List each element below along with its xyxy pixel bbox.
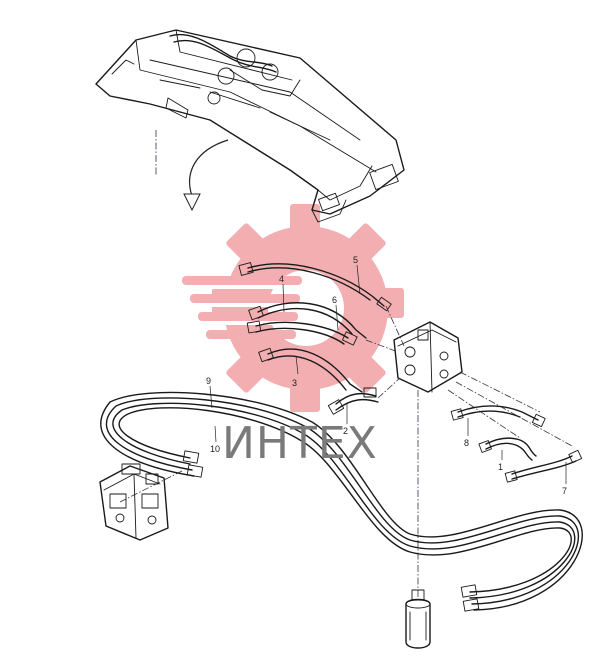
left-valve-assembly: [99, 463, 169, 541]
hose-group-lower: [258, 347, 379, 415]
callout-6: 6: [332, 295, 337, 305]
callouts: 5 4 6 3 2 9 10 8 1 7: [206, 255, 567, 496]
long-hose-bundle: [100, 391, 583, 612]
machine-frame-assembly: [95, 29, 405, 223]
hose-group-upper: [238, 262, 392, 346]
watermark-gear-logo: [170, 204, 404, 412]
callout-9: 9: [206, 376, 211, 386]
curved-arrow: [183, 139, 229, 212]
callout-3: 3: [292, 378, 297, 388]
control-valve-block: [393, 321, 463, 393]
bottom-cylinder: [405, 589, 431, 649]
callout-5: 5: [353, 255, 358, 265]
callout-10: 10: [210, 444, 220, 454]
watermark-text: ИНТЕХ: [222, 418, 378, 469]
callout-4: 4: [279, 274, 284, 284]
connection-lines: [119, 305, 573, 600]
callout-7: 7: [562, 486, 567, 496]
callout-2: 2: [343, 426, 348, 436]
callout-1: 1: [498, 462, 503, 472]
hose-group-right: [450, 405, 583, 483]
callout-8: 8: [464, 438, 469, 448]
